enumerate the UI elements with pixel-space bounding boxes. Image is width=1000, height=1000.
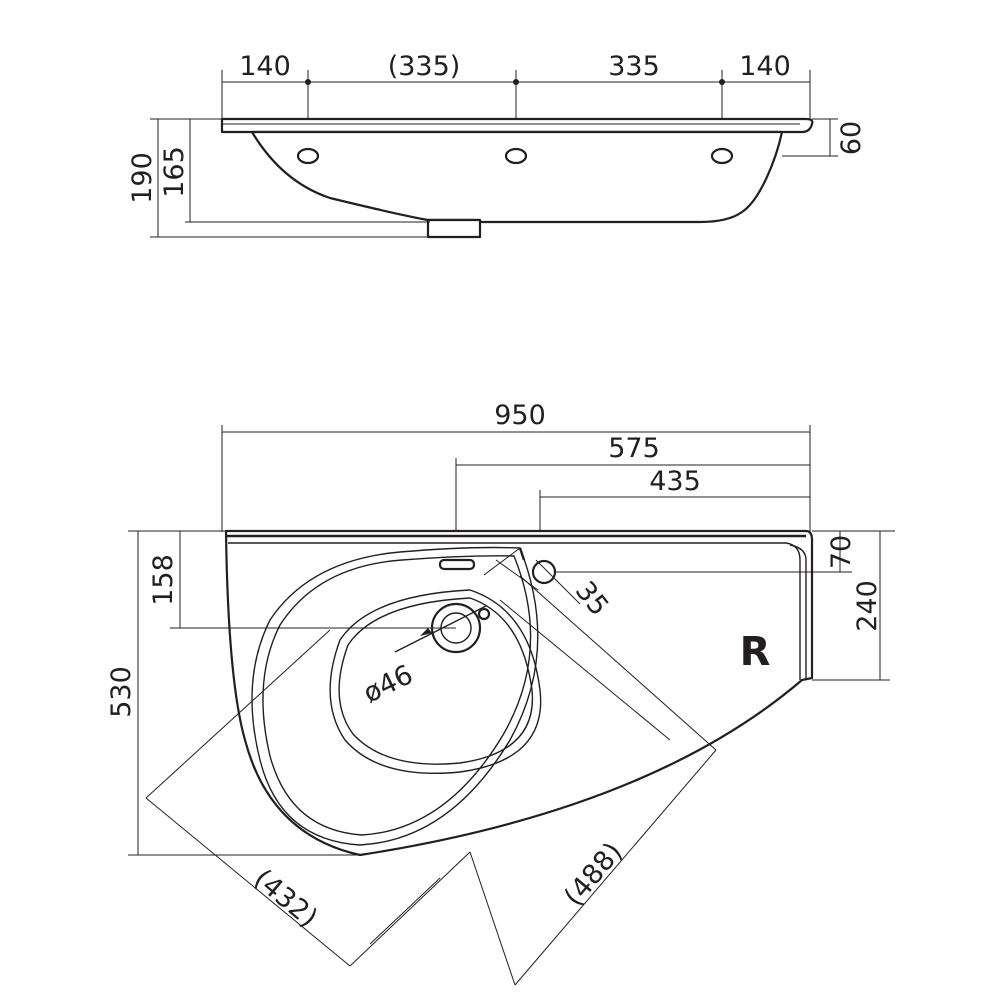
side-marker: R [740, 629, 771, 675]
rim-inner [228, 542, 801, 680]
dim-190: 190 [127, 152, 158, 204]
side-view: 140 (335) 335 140 190 165 60 [127, 51, 867, 239]
dim-line-488 [514, 749, 717, 986]
dim-140-right: 140 [739, 51, 791, 82]
diag-ext-line [499, 599, 671, 741]
tap-mount-line [495, 559, 539, 591]
diag-ext-line [519, 575, 717, 751]
dim-335-paren: (335) [388, 51, 461, 82]
dim-tick [719, 79, 725, 85]
dim-530: 530 [106, 666, 137, 718]
dim-line-432 [145, 797, 351, 967]
tap-mount-tick [518, 547, 526, 561]
tap-hole-right [710, 147, 734, 165]
dim-165: 165 [159, 146, 190, 198]
tap-hole [531, 559, 557, 585]
dim-335: 335 [608, 51, 660, 82]
bowl-inner-edge [338, 597, 534, 765]
tap-mount-line [483, 547, 521, 576]
dim-432: (432) [248, 863, 324, 933]
arrow [420, 628, 432, 636]
dia-leader [394, 605, 487, 653]
basin-body [250, 130, 784, 224]
tap-hole-left [296, 147, 320, 165]
dim-70: 70 [826, 535, 857, 569]
dim-158: 158 [148, 554, 179, 606]
diag-ext-line [369, 877, 441, 945]
dim-488: (488) [558, 837, 628, 913]
dim-tick [513, 79, 519, 85]
dim-60: 60 [836, 121, 867, 155]
dim-tick [305, 79, 311, 85]
dim-435: 435 [649, 466, 701, 497]
basin-outline [224, 529, 814, 857]
plan-view: 950 575 435 ø46 35 [106, 400, 895, 986]
dim-575: 575 [608, 433, 660, 464]
dim-240: 240 [852, 580, 883, 632]
dim-140-left: 140 [239, 51, 291, 82]
rim-corner [789, 544, 807, 680]
bowl-inner [329, 589, 542, 775]
bowl-rim-inner [262, 555, 532, 836]
dim-950: 950 [494, 400, 546, 431]
drain-spigot [426, 218, 482, 239]
bowl-rim-outer [251, 546, 539, 846]
counter-slab [220, 117, 814, 134]
diag-ext-line [469, 851, 516, 986]
diag-ext-line [145, 629, 331, 799]
diag-ext-line [349, 851, 471, 967]
overflow-slot [438, 558, 476, 571]
dim-line-35 [535, 559, 581, 605]
tap-hole-center [504, 147, 528, 165]
drain-pin [477, 607, 491, 621]
